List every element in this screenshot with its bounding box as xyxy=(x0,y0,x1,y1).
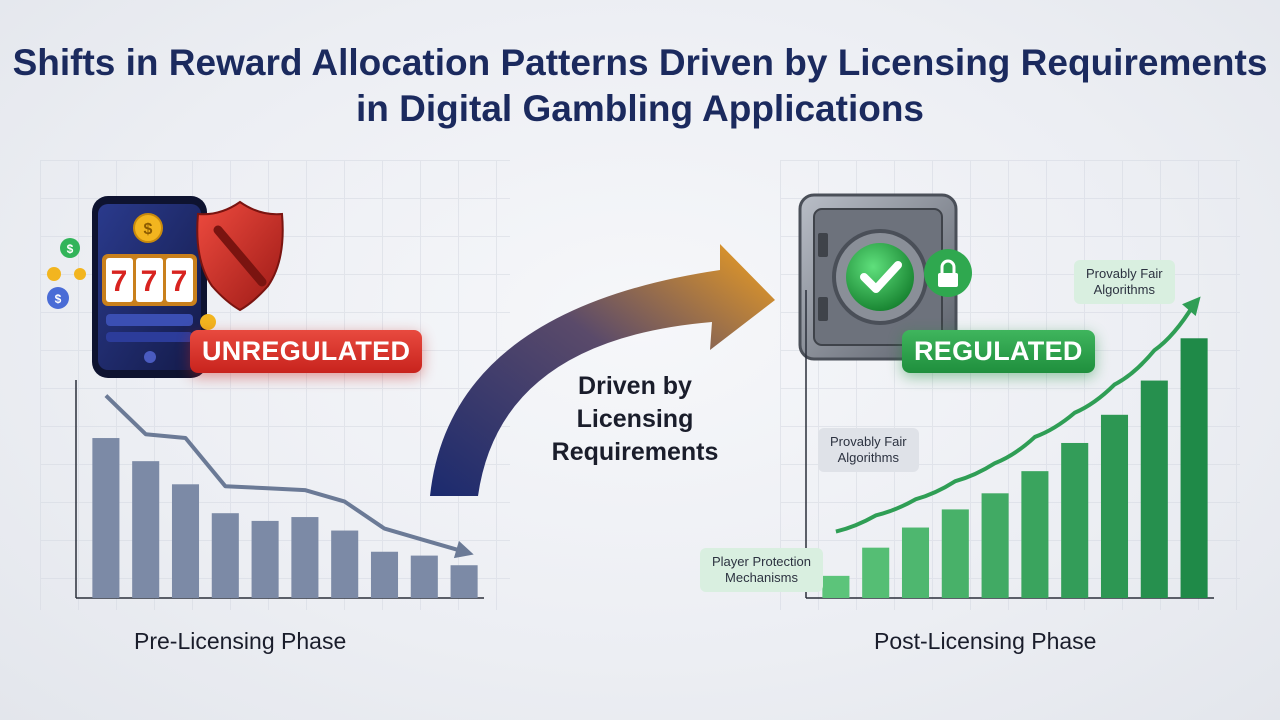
transition-arrow xyxy=(430,244,775,496)
pre-bar-1 xyxy=(92,438,120,598)
pre-bar-5 xyxy=(251,520,279,598)
pre-bar-2 xyxy=(132,461,160,598)
coin-symbol-top: $ xyxy=(144,221,153,238)
pre-licensing-label: Pre-Licensing Phase xyxy=(134,628,347,654)
provably-fair-callout-top: Provably Fair Algorithms xyxy=(1074,260,1175,304)
driver-line-2: Licensing xyxy=(576,405,694,433)
post-trend-line xyxy=(835,303,1196,534)
post-bar-7 xyxy=(1061,442,1089,598)
checkmark-icon xyxy=(846,243,914,311)
post-bar-3 xyxy=(901,527,930,598)
coin-symbol-left: $ xyxy=(67,242,74,256)
shield-icon xyxy=(196,200,284,312)
post-bar-1 xyxy=(822,575,850,598)
protection-line-2: Mechanisms xyxy=(725,570,798,585)
driver-line-1: Driven by xyxy=(578,372,692,400)
pre-bar-10 xyxy=(450,565,478,598)
pre-bar-9 xyxy=(410,555,438,598)
page-title-text: Shifts in Reward Allocation Patterns Dri… xyxy=(12,42,1268,129)
slot-phone-illustration: 7 7 7 $ $ $ xyxy=(47,196,284,378)
reel-symbol-1: 7 xyxy=(111,265,128,298)
post-licensing-chart xyxy=(805,290,1214,599)
pre-trend-arrowhead xyxy=(453,540,474,559)
post-bar-2 xyxy=(862,547,890,598)
post-bar-4 xyxy=(941,509,969,598)
unregulated-tag: UNREGULATED xyxy=(190,330,423,373)
driver-label: Driven by Licensing Requirements xyxy=(520,370,750,469)
reel-symbol-2: 7 xyxy=(141,265,158,298)
pre-bar-3 xyxy=(171,484,200,598)
post-bar-8 xyxy=(1100,414,1129,598)
page-title: Shifts in Reward Allocation Patterns Dri… xyxy=(0,40,1280,132)
pre-bar-7 xyxy=(331,530,359,598)
pre-trend-line xyxy=(104,394,465,554)
pre-bar-4 xyxy=(211,513,239,598)
pre-licensing-chart xyxy=(75,380,484,599)
protection-line-1: Player Protection xyxy=(712,554,811,569)
fair-top-line-1: Provably Fair xyxy=(1086,266,1163,281)
fair-top-line-2: Algorithms xyxy=(1093,282,1155,297)
post-bar-6 xyxy=(1021,471,1049,598)
pre-bar-6 xyxy=(291,517,319,598)
pre-bar-8 xyxy=(370,551,399,598)
reel-symbol-3: 7 xyxy=(171,265,188,298)
coin-symbol-bottom: $ xyxy=(55,292,62,306)
padlock-icon xyxy=(924,249,972,297)
vault-illustration xyxy=(798,193,972,361)
regulated-tag: REGULATED xyxy=(902,330,1095,373)
post-bar-9 xyxy=(1140,380,1168,598)
provably-fair-callout-mid: Provably Fair Algorithms xyxy=(818,428,919,472)
post-licensing-label: Post-Licensing Phase xyxy=(874,628,1097,654)
post-trend-arrowhead xyxy=(1182,296,1201,316)
post-bar-10 xyxy=(1180,338,1208,598)
fair-mid-line-1: Provably Fair xyxy=(830,434,907,449)
player-protection-callout: Player Protection Mechanisms xyxy=(700,548,823,592)
fair-mid-line-2: Algorithms xyxy=(837,450,899,465)
driver-line-3: Requirements xyxy=(551,438,719,466)
post-bar-5 xyxy=(981,493,1009,598)
